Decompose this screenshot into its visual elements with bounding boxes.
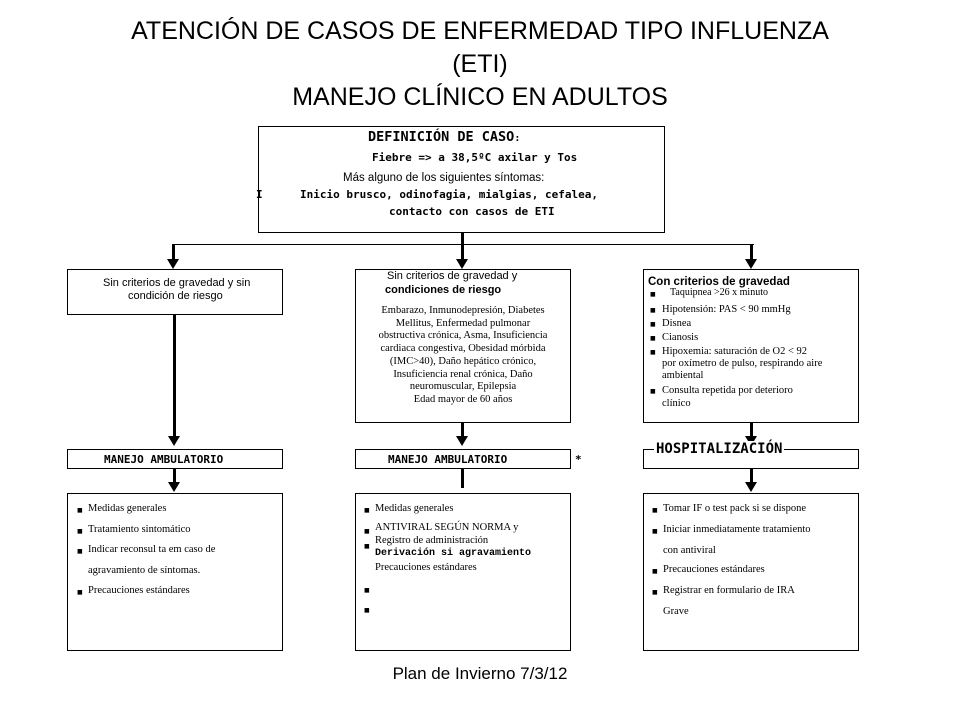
square-bullet-icon: ■ (652, 528, 658, 535)
arrow-down-icon (456, 259, 468, 269)
arrow-down-icon (750, 423, 753, 436)
case-definition-heading: DEFINICIÓN DE CASO: (368, 129, 521, 145)
page-title-line3: MANEJO CLÍNICO EN ADULTOS (292, 83, 668, 111)
risk-conditions-heading-line2: condiciones de riesgo (385, 284, 502, 296)
square-bullet-icon: ■ (650, 335, 656, 342)
square-bullet-icon: ■ (652, 568, 658, 575)
arrow-down-icon (173, 315, 176, 436)
severity-sign: por oxímetro de pulso, respirando aire (662, 358, 823, 369)
action-item: Indicar reconsul ta em caso de (88, 544, 216, 555)
action-item: Medidas generales (375, 503, 454, 514)
no-severity-no-risk-line2: condición de riesgo (128, 290, 223, 302)
action-item: Grave (663, 606, 689, 617)
square-bullet-icon: ■ (77, 528, 83, 535)
action-item: ANTIVIRAL SEGÚN NORMA y (375, 522, 519, 533)
severity-sign: Hipotensión: PAS < 90 mmHg (662, 304, 791, 315)
arrow-down-icon (461, 233, 464, 259)
severity-criteria-heading: Con criterios de gravedad (648, 276, 790, 288)
arrow-down-icon (173, 469, 176, 482)
risk-condition-line: cardiaca congestiva, Obesidad mórbida (380, 343, 546, 355)
arrow-down-icon (167, 259, 179, 269)
severity-sign: Cianosis (662, 332, 699, 343)
arrow-down-icon (461, 423, 464, 436)
no-severity-no-risk-box (67, 269, 283, 315)
page-title-line1: ATENCIÓN DE CASOS DE ENFERMEDAD TIPO INF… (131, 17, 829, 45)
square-bullet-icon: ■ (650, 388, 656, 395)
outpatient-management-label-2: MANEJO AMBULATORIO (388, 453, 508, 466)
severity-sign: clínico (662, 398, 691, 409)
risk-conditions-heading-line1: Sin criterios de gravedad y (387, 270, 518, 282)
arrow-down-icon (168, 482, 180, 492)
action-item: con antiviral (663, 545, 716, 556)
action-item: Derivación si agravamiento (375, 548, 532, 559)
arrow-down-icon (456, 436, 468, 446)
case-definition-box (258, 126, 665, 233)
action-item: Precauciones estándares (375, 562, 477, 573)
action-item: Tomar IF o test pack si se dispone (663, 503, 807, 514)
footer-text: Plan de Invierno 7/3/12 (392, 664, 568, 683)
action-item: Precauciones estándares (663, 564, 765, 575)
risk-condition-line: obstructiva crónica, Asma, Insuficiencia (378, 330, 548, 342)
square-bullet-icon: ■ (364, 528, 370, 535)
severity-sign: ambiental (662, 370, 704, 381)
outpatient-actions-box (67, 493, 283, 651)
square-bullet-icon: ■ (652, 507, 658, 514)
hospital-actions-box (643, 493, 859, 651)
square-bullet-icon: ■ (364, 543, 370, 550)
risk-condition-line: Embarazo, Inmunodepresión, Diabetes (381, 305, 545, 316)
square-bullet-icon: ■ (652, 589, 658, 596)
outpatient-management-box-2 (355, 449, 571, 469)
fever-criterion: Fiebre => a 38,5ºC axilar y Tos (372, 151, 578, 164)
additional-symptoms-label: Más alguno de los siguientes síntomas: (343, 172, 545, 184)
asterisk-note-mark: * (575, 453, 582, 466)
square-bullet-icon: ■ (77, 507, 83, 514)
severity-sign: Consulta repetida por deterioro (662, 385, 793, 396)
action-item: Registrar en formulario de IRA (663, 585, 795, 596)
antiviral-actions-box (355, 493, 571, 651)
risk-conditions-box (355, 269, 571, 423)
square-bullet-icon: ■ (650, 321, 656, 328)
arrow-down-icon (750, 469, 753, 482)
page-title-line2: (ETI) (452, 50, 508, 78)
risk-conditions-list: Embarazo, Inmunodepresión, Diabetes Mell… (357, 305, 569, 407)
square-bullet-icon: ■ (650, 307, 656, 314)
square-bullet-icon: ■ (364, 507, 370, 514)
square-bullet-icon: ■ (364, 587, 370, 594)
severity-sign: Taquipnea >26 x minuto (670, 287, 768, 298)
hospitalization-label: HOSPITALIZACIÓN (654, 441, 785, 457)
arrow-down-icon (172, 244, 175, 259)
square-bullet-icon: ■ (77, 548, 83, 555)
severity-criteria-box (643, 269, 859, 423)
action-item: Precauciones estándares (88, 585, 190, 596)
no-severity-no-risk-line1: Sin criterios de gravedad y sin (103, 277, 251, 289)
symptoms-line1: Inicio brusco, odinofagia, mialgias, cef… (300, 188, 599, 201)
action-item: Registro de administración (375, 535, 489, 546)
risk-condition-line: neuromuscular, Epilepsia (409, 381, 517, 393)
arrow-down-icon (745, 259, 757, 269)
arrow-down-icon (750, 244, 753, 259)
severity-sign: Disnea (662, 318, 692, 329)
risk-condition-line: Edad mayor de 60 años (413, 393, 513, 405)
risk-condition-line: Mellitus, Enfermedad pulmonar (395, 317, 531, 329)
arrow-down-icon (168, 436, 180, 446)
risk-condition-line: (IMC>40), Daño hepático crónico, (389, 355, 537, 367)
severity-sign: Hipoxemia: saturación de O2 < 92 (662, 346, 808, 357)
connector-tick (461, 469, 464, 488)
square-bullet-icon: ■ (650, 349, 656, 356)
square-bullet-icon: ■ (650, 291, 656, 298)
action-item: Iniciar inmediatamente tratamiento (663, 524, 811, 535)
action-item: Tratamiento sintomático (88, 524, 191, 535)
arrow-down-icon (745, 482, 757, 492)
action-item: agravamiento de síntomas. (88, 565, 201, 576)
stray-letter: I (256, 188, 263, 201)
outpatient-management-label-1: MANEJO AMBULATORIO (104, 453, 224, 466)
action-item: Medidas generales (88, 503, 167, 514)
outpatient-management-box-1 (67, 449, 283, 469)
symptoms-line2: contacto con casos de ETI (389, 205, 555, 218)
risk-condition-line: Insuficiencia renal crónica, Daño (393, 368, 533, 380)
square-bullet-icon: ■ (77, 589, 83, 596)
square-bullet-icon: ■ (364, 607, 370, 614)
